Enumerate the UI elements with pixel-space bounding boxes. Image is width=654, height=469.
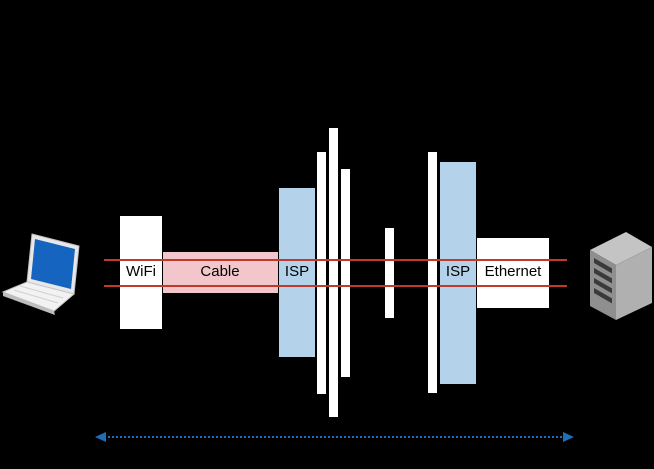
backbone-bar <box>385 228 394 318</box>
laptop-icon <box>1 233 80 315</box>
backbone-bar <box>329 128 338 417</box>
end-to-end-span-arrow <box>95 432 574 442</box>
isp-left-segment <box>279 188 315 357</box>
wifi-segment <box>120 216 162 329</box>
server-tower-icon <box>590 232 652 320</box>
isp-left-label: ISP <box>284 263 310 280</box>
isp-right-segment <box>440 162 476 384</box>
backbone-bar <box>341 169 350 377</box>
ethernet-segment <box>477 238 549 308</box>
ethernet-label: Ethernet <box>484 263 542 280</box>
backbone-bar <box>317 152 326 394</box>
cable-label: Cable <box>200 263 240 280</box>
backbone-bar <box>428 152 437 393</box>
isp-right-label: ISP <box>445 263 471 280</box>
wifi-label: WiFi <box>126 263 156 280</box>
